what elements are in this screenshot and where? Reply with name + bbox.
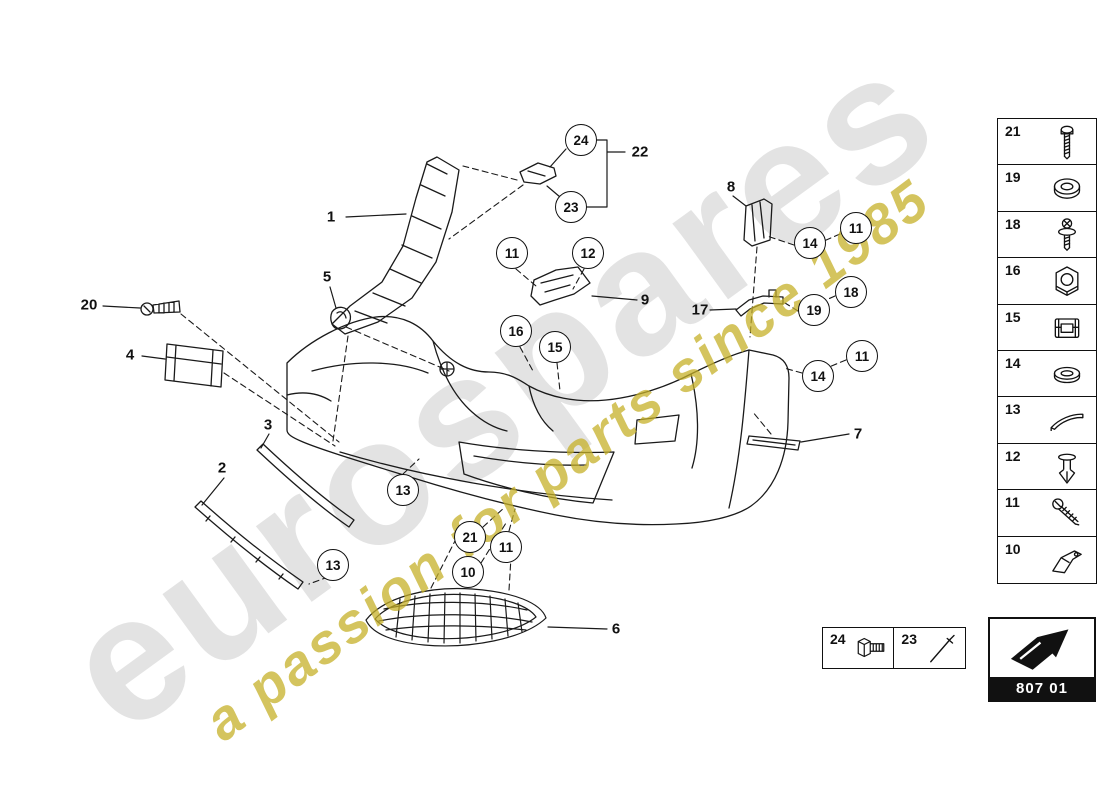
callout-circle-14[interactable]: 14 bbox=[794, 227, 826, 259]
part-number: 21 bbox=[1005, 123, 1021, 139]
eurospares-logo-icon bbox=[1010, 629, 1069, 670]
part-number: 23 bbox=[901, 631, 917, 647]
part-box-16[interactable]: 16 bbox=[997, 257, 1097, 306]
callout-label-9[interactable]: 9 bbox=[640, 291, 650, 309]
callout-circle-23[interactable]: 23 bbox=[555, 191, 587, 223]
hex-nut-icon bbox=[1043, 262, 1091, 302]
callout-circle-21[interactable]: 21 bbox=[454, 521, 486, 553]
logo-area bbox=[990, 619, 1094, 677]
callout-circle-24[interactable]: 24 bbox=[565, 124, 597, 156]
callout-circle-19[interactable]: 19 bbox=[798, 294, 830, 326]
callout-label-7[interactable]: 7 bbox=[853, 425, 863, 443]
callout-label-3[interactable]: 3 bbox=[263, 416, 273, 434]
callout-label-17[interactable]: 17 bbox=[691, 301, 709, 319]
callout-label-6[interactable]: 6 bbox=[611, 620, 621, 638]
part-box-13[interactable]: 13 bbox=[997, 396, 1097, 445]
part-box-24[interactable]: 24 bbox=[822, 627, 895, 669]
part-number: 16 bbox=[1005, 262, 1021, 279]
part-number: 10 bbox=[1005, 540, 1021, 557]
part-box-21[interactable]: 21 bbox=[997, 118, 1097, 166]
washer-flat-icon bbox=[1043, 355, 1091, 395]
callout-circle-10[interactable]: 10 bbox=[452, 556, 484, 588]
callout-label-5[interactable]: 5 bbox=[322, 268, 332, 286]
bracket-icon bbox=[1043, 541, 1091, 581]
callout-circle-16[interactable]: 16 bbox=[500, 315, 532, 347]
screw-washer-icon bbox=[1043, 216, 1091, 256]
part-number: 15 bbox=[1005, 308, 1021, 325]
part-number: 18 bbox=[1005, 215, 1021, 232]
footer-parts: 24 23 bbox=[822, 627, 967, 669]
part-number: 13 bbox=[1005, 401, 1021, 418]
part-number: 24 bbox=[830, 631, 846, 647]
part-box-15[interactable]: 15 bbox=[997, 303, 1097, 352]
part-box-11[interactable]: 11 bbox=[997, 489, 1097, 538]
pin-icon bbox=[922, 631, 962, 667]
bolt-long-icon bbox=[1043, 123, 1091, 163]
screw-icon bbox=[1043, 494, 1091, 534]
callout-circle-13[interactable]: 13 bbox=[387, 474, 419, 506]
callout-label-4[interactable]: 4 bbox=[125, 346, 135, 364]
callout-circle-11[interactable]: 11 bbox=[490, 531, 522, 563]
trim-strips-and-small-parts bbox=[140, 162, 801, 590]
callout-circle-13[interactable]: 13 bbox=[317, 549, 349, 581]
part-box-19[interactable]: 19 bbox=[997, 164, 1097, 213]
callout-circle-14[interactable]: 14 bbox=[802, 360, 834, 392]
lower-grille-part bbox=[365, 587, 547, 647]
part-number: 19 bbox=[1005, 169, 1021, 186]
trim-strip-icon bbox=[1043, 401, 1091, 441]
callout-label-8[interactable]: 8 bbox=[726, 178, 736, 196]
part-box-10[interactable]: 10 bbox=[997, 535, 1097, 584]
washer-icon bbox=[1043, 169, 1091, 209]
part-number: 11 bbox=[1005, 494, 1020, 511]
hex-bolt-icon bbox=[851, 631, 891, 667]
callout-label-1[interactable]: 1 bbox=[326, 208, 336, 226]
callout-circle-11[interactable]: 11 bbox=[496, 237, 528, 269]
part-box-23[interactable]: 23 bbox=[893, 627, 967, 669]
part-number: 14 bbox=[1005, 355, 1021, 372]
part-number: 12 bbox=[1005, 447, 1021, 464]
expander-rivet-icon bbox=[1043, 448, 1091, 488]
callout-label-22[interactable]: 22 bbox=[631, 143, 649, 161]
part-box-14[interactable]: 14 bbox=[997, 350, 1097, 399]
callout-label-20[interactable]: 20 bbox=[80, 296, 98, 314]
callout-circle-15[interactable]: 15 bbox=[539, 331, 571, 363]
callout-circle-11[interactable]: 11 bbox=[840, 212, 872, 244]
callout-circle-12[interactable]: 12 bbox=[572, 237, 604, 269]
diagram-code: 807 01 bbox=[990, 677, 1094, 700]
diagram-code-box: 807 01 bbox=[988, 617, 1096, 702]
parts-sidebar: 21 19 18 16 15 14 13 12 11 10 bbox=[997, 118, 1097, 584]
callout-label-2[interactable]: 2 bbox=[217, 459, 227, 477]
leader-lines-solid bbox=[102, 139, 850, 630]
clip-nut-icon bbox=[1043, 309, 1091, 349]
part-box-12[interactable]: 12 bbox=[997, 442, 1097, 491]
part-box-18[interactable]: 18 bbox=[997, 210, 1097, 259]
callout-circle-18[interactable]: 18 bbox=[835, 276, 867, 308]
callout-circle-11[interactable]: 11 bbox=[846, 340, 878, 372]
